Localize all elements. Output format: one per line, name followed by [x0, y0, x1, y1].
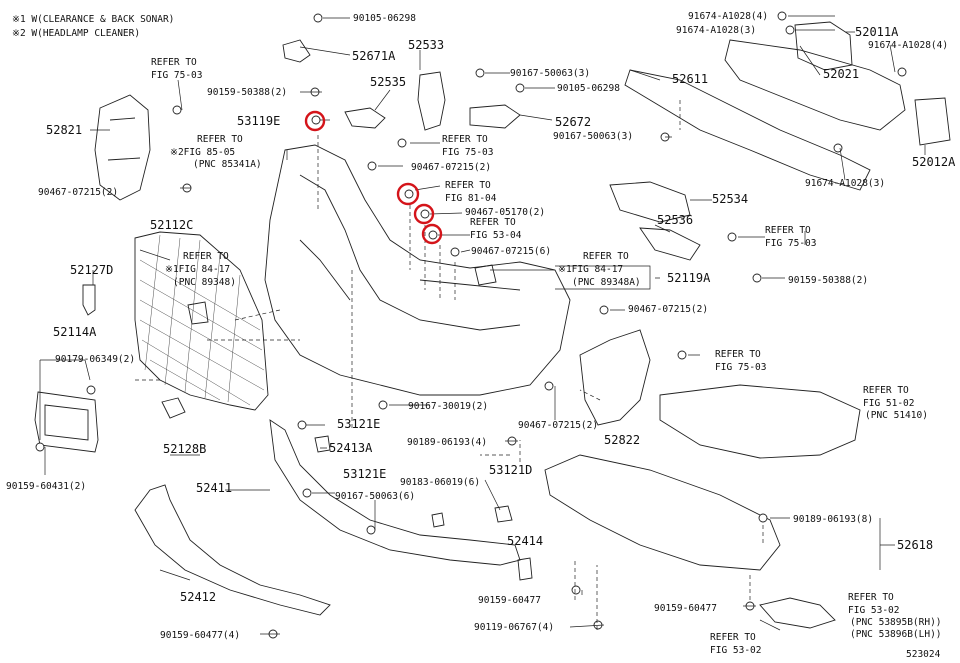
label-52119A: 52119A: [667, 271, 711, 285]
refer-11-line4: (PNC 53896B(LH)): [850, 629, 942, 640]
label-90467-07215-2-d: 90467-07215(2): [518, 420, 598, 431]
refer-5-line1: REFER TO: [470, 217, 516, 228]
label-52822: 52822: [604, 433, 640, 447]
label-90467-07215-2-a: 90467-07215(2): [411, 162, 491, 173]
part-drawings: [34, 21, 951, 629]
refer-3-line2: FIG 75-03: [442, 147, 493, 158]
label-52536: 52536: [657, 213, 693, 227]
refer-6-line2: FIG 75-03: [765, 238, 816, 249]
label-53121D: 53121D: [489, 463, 532, 477]
refer-1-line2: FIG 75-03: [151, 70, 202, 81]
label-52821: 52821: [46, 123, 82, 137]
refer-12-line1: REFER TO: [710, 632, 756, 643]
fasteners: [35, 11, 907, 639]
label-52011A: 52011A: [855, 25, 899, 39]
label-52127D: 52127D: [70, 263, 113, 277]
label-53121E-b: 53121E: [343, 467, 386, 481]
label-52618: 52618: [897, 538, 933, 552]
label-90119-06767-4: 90119-06767(4): [474, 622, 554, 633]
refer-2-line3: (PNC 85341A): [193, 159, 262, 170]
label-52535: 52535: [370, 75, 406, 89]
label-91674-A1028-3-b: 91674-A1028(3): [805, 178, 885, 189]
label-90189-06193-4: 90189-06193(4): [407, 437, 487, 448]
label-52112C: 52112C: [150, 218, 193, 232]
label-52671A: 52671A: [352, 49, 396, 63]
label-90159-60477-a: 90159-60477: [478, 595, 541, 606]
label-52414: 52414: [507, 534, 543, 548]
label-90467-07215-6: 90467-07215(6): [471, 246, 551, 257]
refer-11-line1: REFER TO: [848, 592, 894, 603]
label-52672: 52672: [555, 115, 591, 129]
refer-10-line1: REFER TO: [863, 385, 909, 396]
label-90189-06193-8: 90189-06193(8): [793, 514, 873, 525]
label-52611: 52611: [672, 72, 708, 86]
label-90105-06298-a: 90105-06298: [353, 13, 416, 24]
refer-4-line2: FIG 81-04: [445, 193, 497, 204]
label-90467-07215-2-b: 90467-07215(2): [38, 187, 118, 198]
refer-10-line2: FIG 51-02: [863, 398, 914, 409]
refer-5-line2: FIG 53-04: [470, 230, 522, 241]
label-53121E-a: 53121E: [337, 417, 380, 431]
label-52412: 52412: [180, 590, 216, 604]
label-90105-06298-b: 90105-06298: [557, 83, 620, 94]
ref-box-89348A: [555, 265, 651, 290]
label-90179-06349-2: 90179-06349(2): [55, 354, 135, 365]
refer-7-line2: ※1FIG 84-17: [165, 264, 230, 275]
label-90159-50388-2-a: 90159-50388(2): [207, 87, 287, 98]
label-52114A: 52114A: [53, 325, 97, 339]
refer-8-line3: (PNC 89348A): [572, 277, 641, 288]
label-90167-30019-2: 90167-30019(2): [408, 401, 488, 412]
dashed-lines: [135, 100, 764, 630]
label-53119E: 53119E: [237, 114, 280, 128]
label-91674-A1028-4-b: 91674-A1028(4): [868, 40, 948, 51]
refer-11-line2: FIG 53-02: [848, 605, 899, 616]
refer-3-line1: REFER TO: [442, 134, 488, 145]
label-90159-60431-2: 90159-60431(2): [6, 481, 86, 492]
label-91674-A1028-3-a: 91674-A1028(3): [676, 25, 756, 36]
highlight-clip-3: [421, 223, 443, 245]
label-90183-06019-6: 90183-06019(6): [400, 477, 480, 488]
refer-8-line1: REFER TO: [583, 251, 629, 262]
label-90467-05170-2: 90467-05170(2): [465, 207, 545, 218]
highlight-53119E: [304, 110, 326, 132]
label-52021: 52021: [823, 67, 859, 81]
label-52413A: 52413A: [329, 441, 373, 455]
refer-1-line1: REFER TO: [151, 57, 197, 68]
label-52534: 52534: [712, 192, 748, 206]
highlight-clip-2: [413, 203, 435, 225]
label-52128B: 52128B: [163, 442, 206, 456]
label-52012A: 52012A: [912, 155, 956, 169]
refer-8-line2: ※1FIG 84-17: [558, 264, 623, 275]
label-90159-60477-b: 90159-60477: [654, 603, 717, 614]
refer-2-line1: REFER TO: [197, 134, 243, 145]
label-91674-A1028-4: 91674-A1028(4): [688, 11, 768, 22]
label-90167-50063-3-a: 90167-50063(3): [510, 68, 590, 79]
refer-7-line1: REFER TO: [183, 251, 229, 262]
label-90167-50063-3-b: 90167-50063(3): [553, 131, 633, 142]
label-90467-07215-2-c: 90467-07215(2): [628, 304, 708, 315]
refer-4-line1: REFER TO: [445, 180, 491, 191]
refer-11-line3: (PNC 53895B(RH)): [850, 617, 942, 628]
note-1: ※1 W(CLEARANCE & BACK SONAR): [12, 14, 174, 25]
refer-7-line3: (PNC 89348): [173, 277, 236, 288]
label-90167-50063-6: 90167-50063(6): [335, 491, 415, 502]
label-52411: 52411: [196, 481, 232, 495]
note-2: ※2 W(HEADLAMP CLEANER): [12, 28, 140, 39]
figure-number: 523024: [906, 649, 941, 660]
refer-10-line3: (PNC 51410): [865, 410, 928, 421]
label-90159-50388-2-b: 90159-50388(2): [788, 275, 868, 286]
refer-9-line1: REFER TO: [715, 349, 761, 360]
leader-lines: [39, 15, 926, 635]
label-90159-60477-4: 90159-60477(4): [160, 630, 240, 641]
highlight-clip-1: [396, 182, 420, 206]
refer-2-line2: ※2FIG 85-05: [170, 147, 235, 158]
label-52533: 52533: [408, 38, 444, 52]
refer-6-line1: REFER TO: [765, 225, 811, 236]
part-labels: 90105-06298 52671A 52533 90167-50063(3) …: [6, 11, 956, 660]
refer-12-line2: FIG 53-02: [710, 645, 761, 656]
highlights: [304, 110, 443, 245]
refer-9-line2: FIG 75-03: [715, 362, 766, 373]
